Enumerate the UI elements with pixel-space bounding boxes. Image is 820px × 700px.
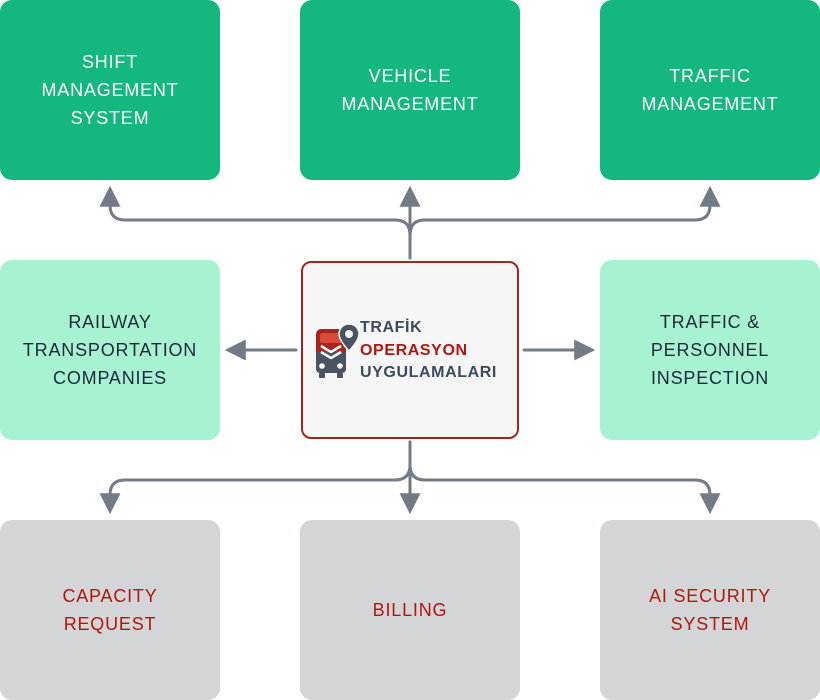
railway-transportation-companies-box[interactable]: RAILWAY TRANSPORTATION COMPANIES xyxy=(0,260,220,440)
billing-box[interactable]: BILLING xyxy=(300,520,520,700)
box-label: BILLING xyxy=(372,600,448,620)
box-label: SHIFT MANAGEMENT SYSTEM xyxy=(41,52,179,128)
box-label: TRAFFIC MANAGEMENT xyxy=(641,66,779,114)
connector-to-traffic-management xyxy=(408,185,721,260)
logo-line-uygulamalari: UYGULAMALARI xyxy=(360,364,497,381)
box-label: RAILWAY TRANSPORTATION COMPANIES xyxy=(22,312,198,388)
traffic-management-box[interactable]: TRAFFIC MANAGEMENT xyxy=(600,0,820,180)
logo-line-trafik: TRAFİK xyxy=(360,319,423,336)
capacity-request-box[interactable]: CAPACITY REQUEST xyxy=(0,520,220,700)
box-label: VEHICLE MANAGEMENT xyxy=(341,66,479,114)
vehicle-management-box[interactable]: VEHICLE MANAGEMENT xyxy=(300,0,520,180)
ai-security-system-box[interactable]: AI SECURITY SYSTEM xyxy=(600,520,820,700)
connector-to-ai-security xyxy=(408,440,721,515)
logo-line-operasyon: OPERASYON xyxy=(360,342,468,359)
box-label: AI SECURITY SYSTEM xyxy=(649,586,771,634)
shift-management-system-box[interactable]: SHIFT MANAGEMENT SYSTEM xyxy=(0,0,220,180)
box-label: CAPACITY REQUEST xyxy=(62,586,158,634)
train-location-pin-icon xyxy=(316,323,360,378)
traffic-personnel-inspection-box[interactable]: TRAFFIC & PERSONNEL INSPECTION xyxy=(600,260,820,440)
connector-to-capacity-request xyxy=(99,440,412,515)
box-label: TRAFFIC & PERSONNEL INSPECTION xyxy=(650,312,770,388)
trafik-operasyon-logo-box[interactable]: TRAFİK OPERASYON UYGULAMALARI xyxy=(301,261,519,439)
connector-to-shift-management xyxy=(99,185,412,260)
